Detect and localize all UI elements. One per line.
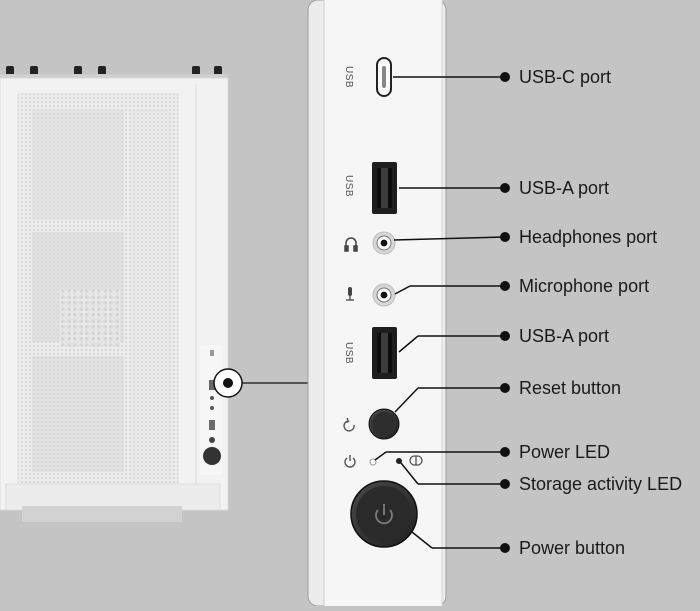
usb-a-top-mark: USB (343, 175, 354, 197)
label-microphone-port: Microphone port (519, 276, 650, 296)
storage-icon (409, 455, 423, 466)
power-icon (375, 504, 393, 525)
headphones-icon (344, 237, 358, 252)
power-symbol-icon (344, 455, 356, 468)
usb-c-port[interactable] (376, 57, 392, 97)
microphone-jack[interactable] (372, 283, 396, 307)
callout-line-power-led-a (374, 451, 387, 461)
case-io-strip (200, 345, 222, 475)
label-usb-a-port-top: USB-A port (519, 178, 610, 198)
case-top-screws (0, 66, 228, 79)
power-led (369, 458, 377, 466)
label-reset-button: Reset button (519, 378, 622, 398)
callout-lines (374, 76, 505, 549)
usb-a-port-bottom[interactable] (372, 327, 397, 379)
label-usb-c-port: USB-C port (519, 67, 612, 87)
storage-activity-led (396, 458, 402, 464)
label-power-led: Power LED (519, 442, 611, 462)
label-storage-activity-led: Storage activity LED (519, 474, 683, 494)
callout-line-usb-a-bottom-a (398, 335, 419, 353)
reset-button[interactable] (368, 408, 400, 440)
zoom-dot (223, 378, 233, 388)
label-power-button: Power button (519, 538, 626, 558)
headphones-jack[interactable] (372, 231, 396, 255)
callout-line-storage-a (400, 462, 419, 485)
reset-icon (343, 417, 355, 432)
callout-line-headphones (393, 236, 505, 241)
label-headphones-port: Headphones port (519, 227, 658, 247)
label-usb-a-port-bottom: USB-A port (519, 326, 610, 346)
pc-case (0, 66, 229, 522)
callout-dots (500, 72, 510, 553)
callout-line-mic-a (394, 285, 411, 295)
callout-line-power-button-a (411, 531, 433, 549)
usb-c-mark: USB (343, 66, 354, 88)
callout-line-reset-a (394, 387, 419, 413)
usb-a-bottom-mark: USB (343, 342, 354, 364)
microphone-icon (346, 287, 354, 301)
usb-a-port-top[interactable] (372, 162, 397, 214)
case-internal-shadows (32, 110, 170, 480)
